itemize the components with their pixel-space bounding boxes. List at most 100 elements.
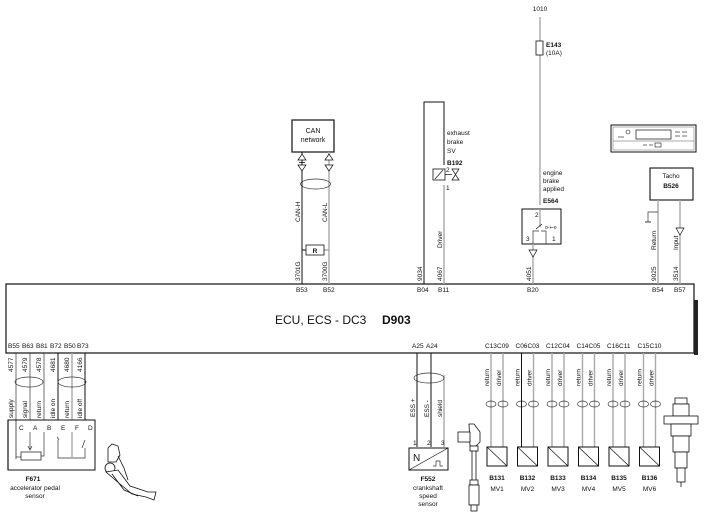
terminal-d: D	[88, 425, 93, 432]
pin-b50: B50	[64, 343, 76, 350]
pin-a24: A24	[426, 343, 438, 350]
engine-brake-switch: engine brake applied E564 o-⊢o 2 3 1 405…	[521, 170, 564, 294]
pin-b72: B72	[50, 343, 62, 350]
valve-icon	[451, 168, 460, 181]
pin-b11: B11	[438, 287, 449, 294]
terminal-b: B	[47, 425, 51, 432]
tacho-label: Tacho	[662, 173, 680, 180]
wire-name-driver: driver	[618, 369, 625, 386]
twisted-pair-icon	[638, 400, 649, 408]
wire-name-driver: driver	[649, 369, 656, 386]
twisted-pair-icon	[589, 400, 600, 408]
tacho-code: B526	[663, 183, 679, 190]
acc-number-5: 4166	[77, 357, 84, 372]
wire-name-driver: driver	[588, 369, 595, 386]
crankshaft-sensor: A25 A24 ESS + ESS - shield 1 2 3 N F552 …	[408, 343, 481, 512]
terminal-e: E	[61, 425, 66, 432]
pin-label: C16	[607, 343, 619, 350]
switch-pin-3: 3	[526, 236, 530, 243]
injector-picture-icon	[663, 397, 699, 487]
crank-sensor-picture-icon	[457, 423, 481, 512]
wire-name-return: return	[637, 369, 644, 386]
crank-label-3: sensor	[418, 501, 438, 508]
pin-b53: B53	[296, 287, 308, 294]
exhaust-brake-loop-wire	[423, 101, 445, 284]
accelerator-pedal-sensor: B55 B63 B81 B72 B50 B73 4577 4579 4578 4…	[7, 343, 157, 501]
terminal-c: C	[19, 425, 24, 432]
exhaust-pin-2: 2	[446, 167, 450, 174]
wire-name-return: return	[484, 369, 491, 386]
pin-b73: B73	[77, 343, 89, 350]
can-h-arrow-icon	[297, 153, 307, 172]
tachograph-device	[610, 124, 697, 153]
crank-label-2: speed	[419, 493, 437, 500]
pin-label: C13	[485, 343, 497, 350]
pin-b57: B57	[674, 287, 686, 294]
fuse-code: E143	[546, 42, 562, 49]
injector-code: B133	[550, 475, 566, 482]
pin-b63: B63	[22, 343, 34, 350]
twisted-pair-icon	[14, 376, 44, 388]
engine-brake-label-2: brake	[543, 178, 560, 185]
pin-label: C03	[528, 343, 540, 350]
can-l-number: 3700G	[322, 261, 329, 281]
pedal-sensor-box	[7, 419, 96, 471]
pedal-icon	[104, 443, 157, 501]
acc-number-4: 4680	[64, 357, 71, 372]
wire-name-return: return	[606, 369, 613, 386]
twisted-pair-icon	[607, 400, 619, 408]
crank-name-1: ESS -	[424, 400, 431, 417]
twisted-pair-icon	[413, 372, 445, 384]
injector-label: MV6	[643, 486, 657, 493]
pin-label: C14	[577, 343, 589, 350]
pin-label: C09	[497, 343, 509, 350]
terminal-f: F	[75, 425, 79, 432]
acc-name-1: signal	[22, 400, 29, 418]
tacho-b526: Tacho B526 Return Input 9025 3514 B54 B5…	[645, 167, 694, 294]
fuse-icon	[535, 40, 544, 56]
pin-label: C04	[558, 343, 570, 350]
ecu-code: D903	[382, 313, 411, 327]
can-h-number: 3701G	[295, 261, 302, 281]
wire-name-driver: driver	[527, 369, 534, 386]
acc-number-1: 4579	[22, 357, 29, 372]
can-network: CAN network R CAN-H CAN-L 3701G 3700G B5…	[291, 119, 335, 294]
switch-pin-1: 1	[552, 236, 556, 243]
crank-terminal-2: 2	[427, 440, 431, 447]
acc-label-1: accelerator pedal	[10, 485, 60, 492]
injector-code: B135	[611, 475, 627, 482]
pin-label: C05	[589, 343, 601, 350]
twisted-pair-icon	[619, 400, 631, 408]
pin-label: C11	[619, 343, 631, 350]
acc-number-0: 4577	[8, 357, 15, 372]
injector-label: MV4	[582, 486, 596, 493]
acc-name-3: idle on	[50, 398, 57, 418]
crank-code: F552	[421, 476, 436, 483]
tacho-return-number: 9025	[651, 266, 658, 281]
wire-name-return: return	[545, 369, 552, 386]
wire-name-return: return	[576, 369, 583, 386]
twisted-pair-icon	[650, 400, 661, 408]
pin-b20: B20	[527, 287, 539, 294]
can-l-name: CAN-L	[322, 202, 329, 222]
exhaust-number-4067: 4067	[437, 266, 444, 281]
can-h-name: CAN-H	[295, 201, 302, 222]
engine-brake-label-3: applied	[543, 186, 564, 193]
injector-label: MV3	[551, 486, 565, 493]
crank-name-2: shield	[437, 400, 444, 417]
acc-label-2: sensor	[25, 493, 45, 500]
pin-b81: B81	[36, 343, 48, 350]
crank-symbol: N	[413, 453, 420, 464]
acc-number-2: 4578	[36, 357, 43, 372]
exhaust-brake-sv: exhaust brake SV B192 2 1 Driver 9034 40…	[417, 101, 470, 294]
engine-brake-code: E564	[543, 198, 559, 205]
exhaust-label-3: SV	[447, 148, 456, 155]
exhaust-code: B192	[447, 160, 463, 167]
engine-brake-label-1: engine	[543, 170, 563, 177]
crank-label-1: crankshaft	[413, 485, 443, 492]
